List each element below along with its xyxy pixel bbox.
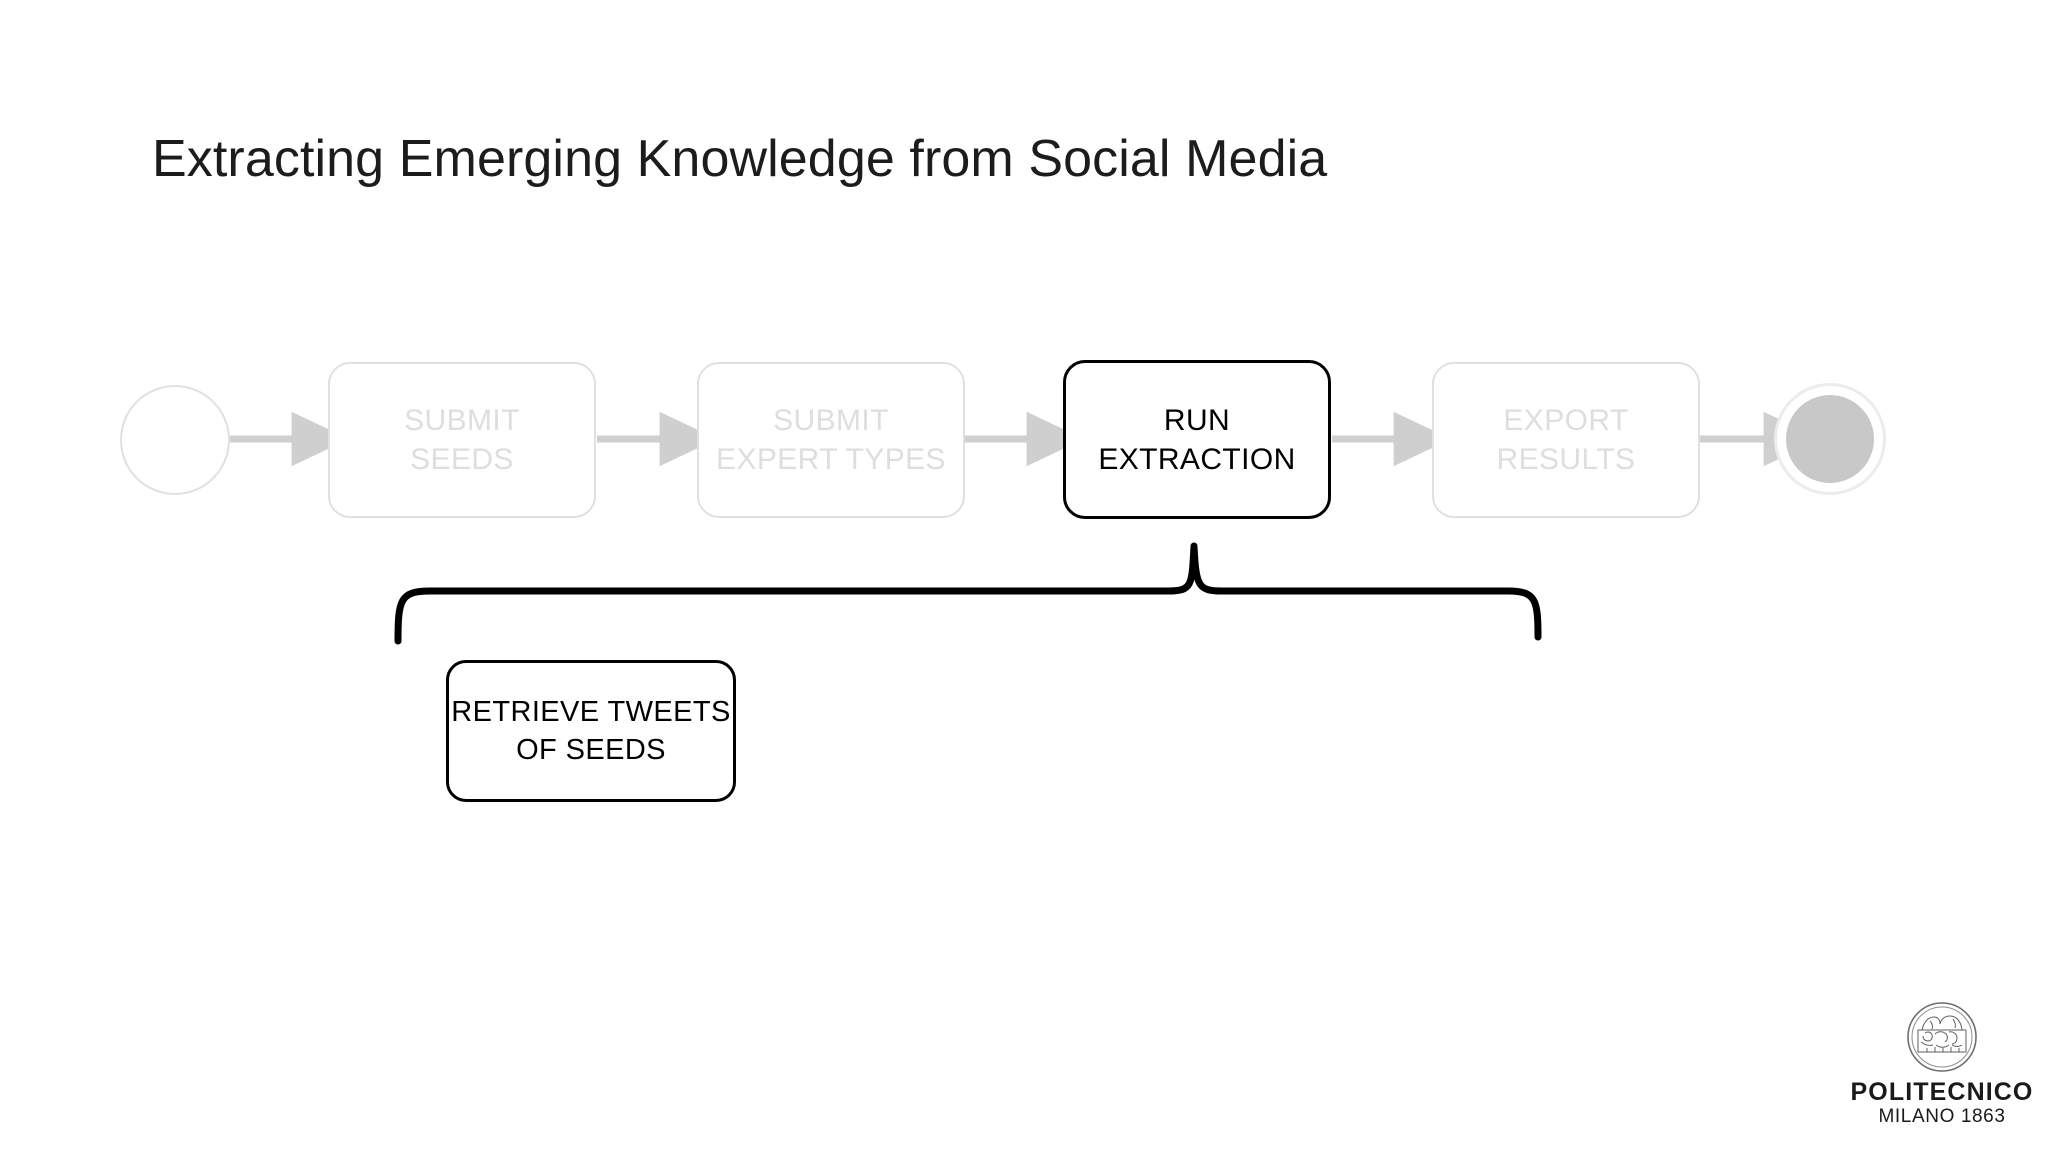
task-run-extraction-label: RUN EXTRACTION [1098,403,1296,476]
task-export-results-label: EXPORT RESULTS [1496,404,1636,476]
task-retrieve-tweets-of-seeds-label: RETRIEVE TWEETS OF SEEDS [451,696,731,766]
start-event-circle[interactable] [120,385,230,495]
task-submit-expert-types[interactable]: SUBMIT EXPERT TYPES [697,362,965,518]
expansion-brace [394,542,1542,645]
task-submit-seeds-label: SUBMIT SEEDS [404,404,520,476]
page-title: Extracting Emerging Knowledge from Socia… [152,130,1328,188]
task-retrieve-tweets-of-seeds[interactable]: RETRIEVE TWEETS OF SEEDS [446,660,736,802]
task-submit-expert-types-label: SUBMIT EXPERT TYPES [716,404,946,476]
end-event-circle[interactable] [1774,383,1886,495]
task-run-extraction[interactable]: RUN EXTRACTION [1063,360,1331,519]
logo-subtitle: MILANO 1863 [1878,1106,2006,1127]
task-export-results[interactable]: EXPORT RESULTS [1432,362,1700,518]
politecnico-crest-icon [1907,1002,1977,1072]
end-event-fill [1786,395,1874,483]
task-submit-seeds[interactable]: SUBMIT SEEDS [328,362,596,518]
logo-wordmark: POLITECNICO [1850,1078,2034,1106]
politecnico-milano-logo: POLITECNICO MILANO 1863 [1842,1000,2042,1140]
